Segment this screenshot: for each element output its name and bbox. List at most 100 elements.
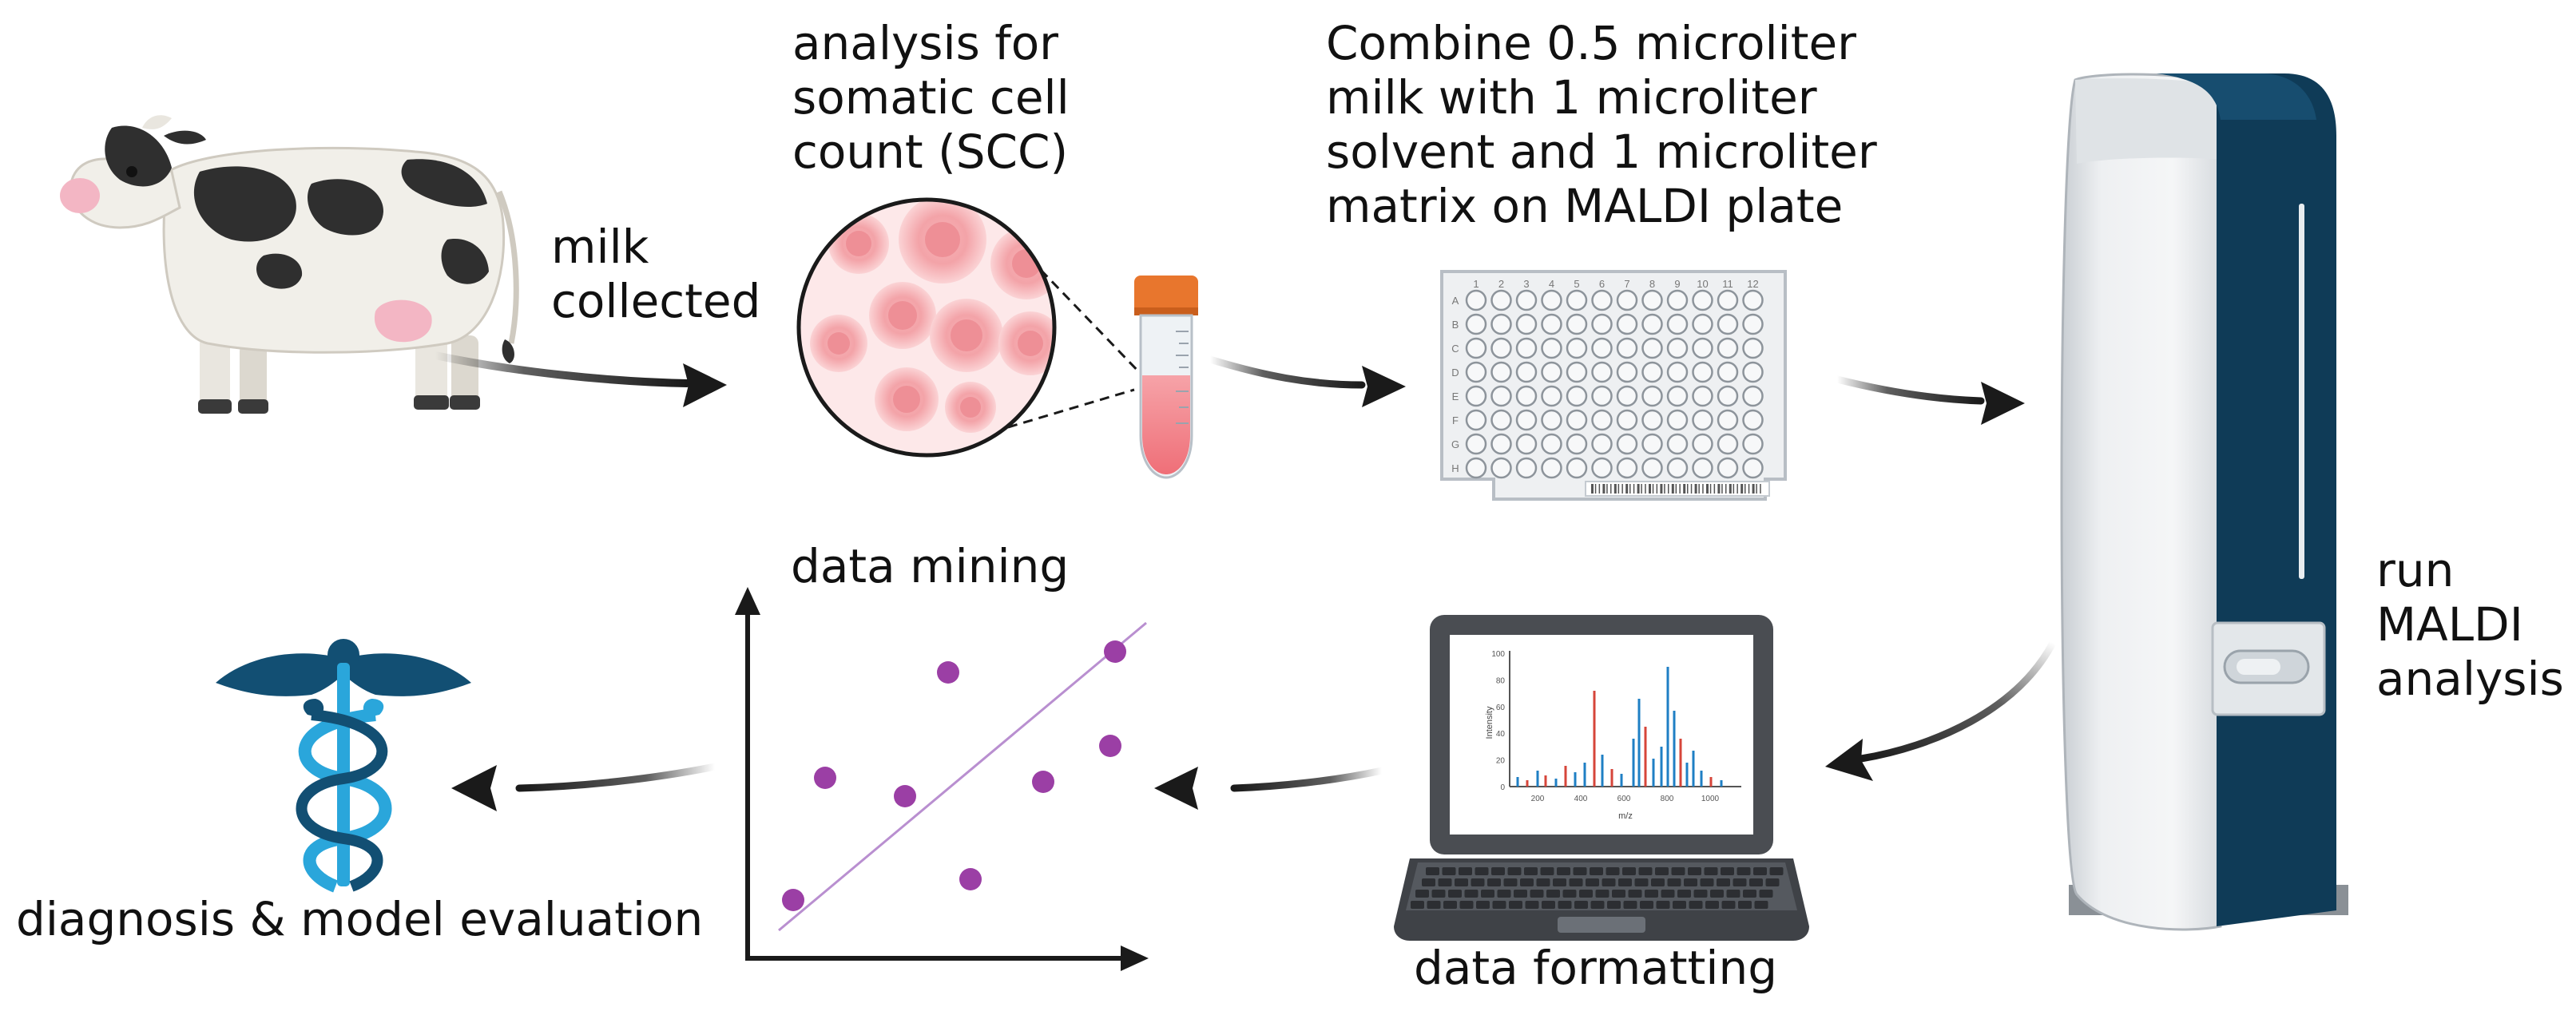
spectrum-x-tick: 600 — [1617, 795, 1631, 803]
spectrum-x-tick: 400 — [1574, 795, 1588, 803]
combine-line-1: Combine 0.5 microliter — [1326, 16, 1857, 70]
run-maldi-line-2: MALDI — [2376, 597, 2523, 652]
plate-well — [1465, 385, 1487, 407]
plate-well — [1465, 457, 1487, 479]
caduceus-icon — [216, 639, 471, 893]
plate-well — [1541, 409, 1562, 431]
plate-well — [1641, 289, 1663, 311]
plate-well — [1717, 361, 1739, 383]
plate-well — [1591, 457, 1613, 479]
plate-well — [1666, 361, 1689, 383]
plate-well — [1490, 313, 1512, 335]
plate-well — [1541, 313, 1562, 335]
spectrum-y-label: Intensity — [1485, 706, 1494, 739]
arrow-to-laptop — [1825, 639, 2057, 781]
scatter-point — [959, 868, 982, 890]
spectrum-y-tick: 100 — [1491, 650, 1505, 659]
plate-well — [1541, 433, 1562, 455]
scatter-point — [814, 767, 836, 789]
plate-well — [1465, 433, 1487, 455]
plate-well — [1717, 433, 1739, 455]
plate-well — [1641, 457, 1663, 479]
plate-well — [1742, 337, 1764, 359]
spectrum-x-tick: 800 — [1661, 795, 1674, 803]
plate-row-label: D — [1451, 367, 1459, 379]
plate-well — [1490, 433, 1512, 455]
plate-well — [1591, 289, 1613, 311]
plate-well — [1641, 337, 1663, 359]
combine-line-2: milk with 1 microliter — [1326, 70, 1817, 125]
scatter-point — [1099, 735, 1121, 757]
plate-well — [1616, 433, 1638, 455]
plate-well — [1616, 457, 1638, 479]
spectrum-y-tick: 60 — [1496, 704, 1506, 712]
plate-well — [1591, 409, 1613, 431]
plate-well — [1717, 337, 1739, 359]
plate-well — [1566, 457, 1588, 479]
plate-well — [1742, 361, 1764, 383]
plate-well — [1666, 385, 1689, 407]
arrow-to-plate — [1206, 355, 1406, 407]
plate-well — [1616, 409, 1638, 431]
plate-well — [1717, 289, 1739, 311]
plate-well — [1541, 337, 1562, 359]
plate-col-label: 7 — [1624, 278, 1629, 290]
plate-well — [1717, 409, 1739, 431]
plate-row-label: C — [1451, 343, 1459, 355]
plate-row-label: F — [1452, 414, 1459, 426]
diagnosis-label: diagnosis & model evaluation — [16, 892, 704, 946]
run-maldi-line-1: run — [2376, 543, 2455, 597]
plate-well — [1742, 457, 1764, 479]
scatter-plot-icon — [735, 587, 1149, 971]
plate-col-label: 8 — [1649, 278, 1655, 290]
plate-col-label: 11 — [1722, 278, 1733, 290]
plate-well — [1692, 457, 1713, 479]
scatter-point — [894, 785, 916, 807]
plate-well — [1465, 337, 1487, 359]
milk-collected-line-2: collected — [551, 274, 761, 328]
plate-well — [1465, 313, 1487, 335]
plate-row-label: H — [1451, 462, 1459, 474]
plate-well — [1616, 361, 1638, 383]
scatter-point — [782, 889, 804, 911]
scatter-point — [1032, 771, 1054, 793]
combine-step-label: Combine 0.5 microliter milk with 1 micro… — [1326, 16, 1877, 233]
plate-well — [1515, 457, 1538, 479]
plate-well — [1641, 433, 1663, 455]
spectrum-x-tick: 200 — [1531, 795, 1545, 803]
plate-col-label: 3 — [1523, 278, 1529, 290]
plate-well — [1692, 385, 1713, 407]
plate-well — [1692, 337, 1713, 359]
plate-row-label: G — [1451, 438, 1459, 450]
plate-well — [1666, 433, 1689, 455]
plate-well — [1616, 289, 1638, 311]
plate-col-label: 2 — [1498, 278, 1504, 290]
milk-collected-line-1: milk — [551, 220, 649, 274]
plate-well — [1717, 313, 1739, 335]
plate-well — [1515, 409, 1538, 431]
plate-well — [1742, 289, 1764, 311]
plate-well — [1515, 385, 1538, 407]
plate-well — [1641, 385, 1663, 407]
run-maldi-label: run MALDI analysis — [2376, 543, 2564, 706]
spectrum-x-label: m/z — [1618, 811, 1633, 821]
arrow-to-diagnosis — [451, 763, 719, 811]
plate-well — [1591, 337, 1613, 359]
spectrum-y-tick: 80 — [1496, 676, 1506, 685]
plate-col-label: 4 — [1549, 278, 1554, 290]
plate-well — [1742, 313, 1764, 335]
maldi-instrument-icon — [2060, 73, 2348, 931]
scc-line-2: somatic cell — [792, 70, 1070, 125]
plate-col-label: 6 — [1599, 278, 1605, 290]
spectrum-y-tick: 20 — [1496, 757, 1506, 766]
plate-col-label: 9 — [1674, 278, 1680, 290]
plate-well — [1566, 409, 1588, 431]
data-formatting-label: data formatting — [1414, 941, 1778, 995]
plate-well — [1541, 457, 1562, 479]
plate-well — [1490, 457, 1512, 479]
plate-well — [1616, 385, 1638, 407]
plate-well — [1566, 433, 1588, 455]
